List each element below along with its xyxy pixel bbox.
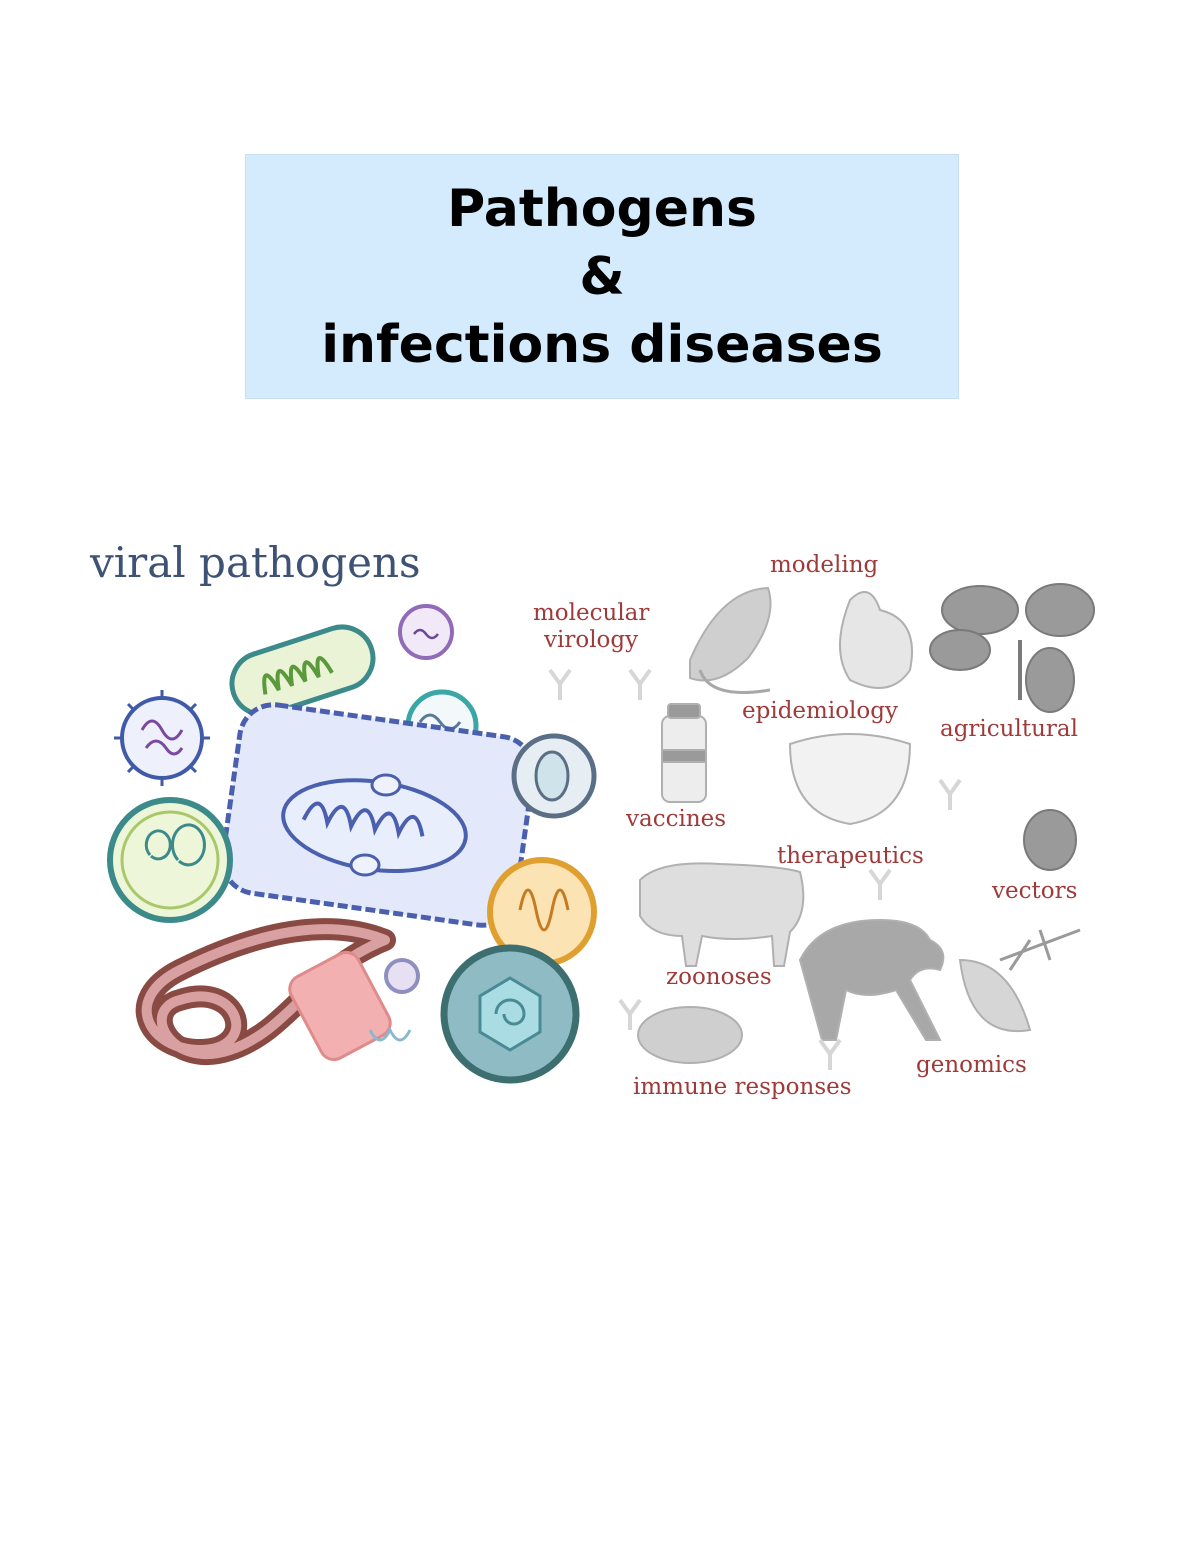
green-round-virus-icon <box>107 797 233 923</box>
label-virology: virology <box>544 627 639 653</box>
mouse-icon <box>689 586 772 682</box>
label-modeling: modeling <box>770 552 879 578</box>
tick-icon <box>1023 809 1077 871</box>
leaf-icon <box>958 958 1032 1033</box>
pink-cylinder-virus-icon <box>288 950 412 1062</box>
label-molecular: molecular <box>533 600 650 626</box>
pathogen-illustration <box>107 583 1095 1084</box>
gray-illustrations <box>548 583 1095 1070</box>
label-epidemiology: epidemiology <box>742 698 898 724</box>
monkey-icon <box>798 918 945 1041</box>
figure-title: viral pathogens <box>90 538 421 587</box>
title-line-3: infections diseases <box>321 314 883 375</box>
green-capsule-virus-icon <box>229 624 376 718</box>
label-vectors: vectors <box>992 878 1078 904</box>
title-line-1: Pathogens <box>447 178 757 239</box>
label-immune-responses: immune responses <box>633 1074 852 1100</box>
face-mask-icon <box>788 733 912 826</box>
title-line-2: & <box>579 246 625 307</box>
cow-icon <box>639 862 805 967</box>
small-virus-icon <box>384 958 420 994</box>
label-zoonoses: zoonoses <box>666 964 772 990</box>
antibody-icons <box>548 668 962 1070</box>
purple-virus-icon <box>398 604 454 660</box>
filovirus-icon <box>135 918 396 1066</box>
label-genomics: genomics <box>916 1052 1027 1078</box>
hamster-icon <box>637 1006 743 1064</box>
label-agricultural: agricultural <box>940 716 1078 742</box>
teal-hexagon-virus-icon <box>440 944 580 1084</box>
label-vaccines: vaccines <box>626 806 727 832</box>
bacterium-icon <box>220 702 536 928</box>
label-therapeutics: therapeutics <box>777 843 924 869</box>
mosquito-icon <box>999 928 1081 971</box>
viral-pathogens-figure: viral pathogens modeling molecular virol… <box>80 530 1120 1110</box>
blue-spiky-virus-icon <box>114 690 210 786</box>
slate-virus-icon <box>511 733 597 819</box>
plant-icon <box>929 583 1095 713</box>
title-box: Pathogens & infections diseases <box>245 154 959 399</box>
chicken-icon <box>839 591 913 689</box>
